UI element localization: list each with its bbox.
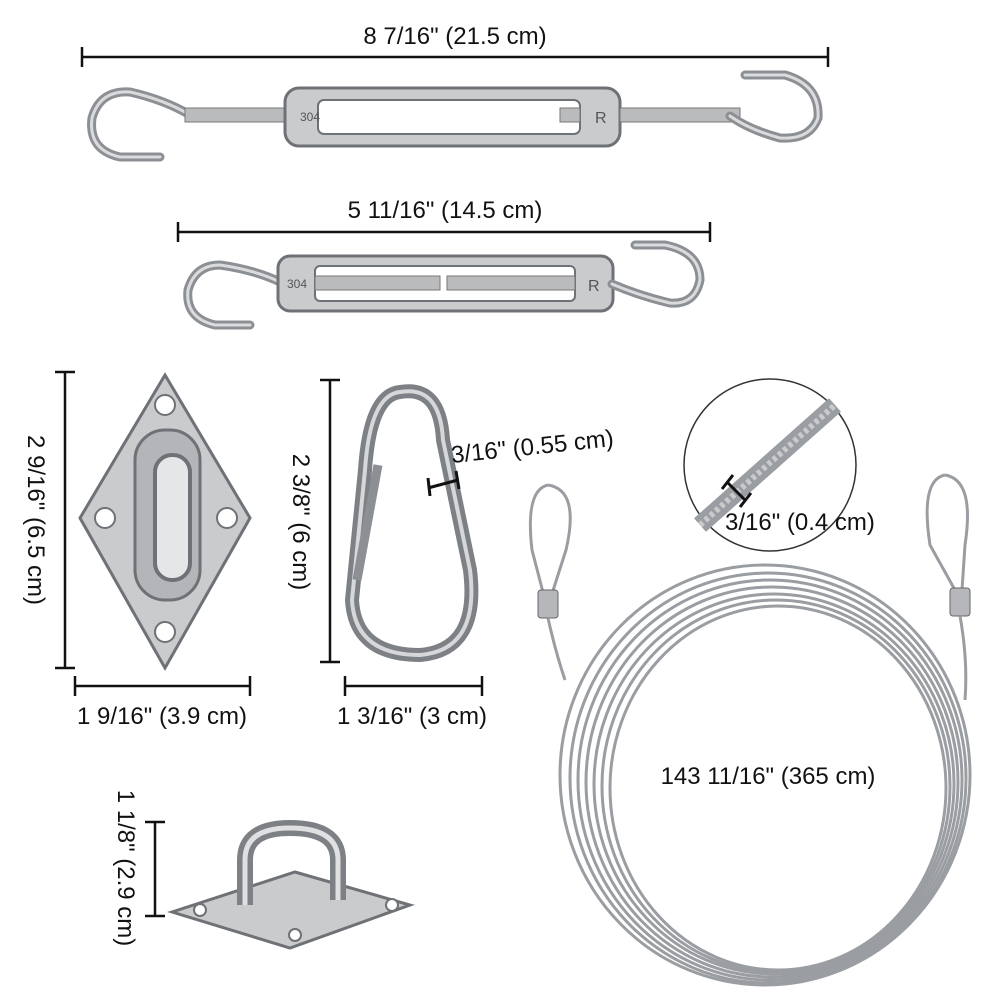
label-turnbuckle-small: 5 11/16" (14.5 cm) — [348, 197, 543, 224]
label-pad-eye-height: 1 1/8" (2.9 cm) — [112, 790, 139, 947]
carabiner-gate — [352, 464, 383, 581]
label-carabiner-height: 2 3/8" (6 cm) — [287, 454, 314, 591]
cable-ferrule-right — [949, 587, 971, 617]
label-diamond-width: 1 9/16" (3.9 cm) — [77, 703, 247, 730]
grade-marking: 304 — [300, 110, 320, 124]
cable-ferrule-left — [537, 589, 559, 619]
dimension-marker-wire — [427, 478, 459, 490]
label-carabiner-width: 1 3/16" (3 cm) — [337, 703, 487, 730]
cable-detail-magnifier: 3/16" (0.4 cm) — [683, 378, 875, 552]
label-cable-length: 143 11/16" (365 cm) — [661, 763, 876, 790]
label-turnbuckle-large: 8 7/16" (21.5 cm) — [363, 23, 546, 50]
cable-loop-left — [528, 483, 549, 601]
threaded-rod-right — [619, 107, 741, 123]
hook-left — [183, 260, 285, 330]
threaded-rod-left — [184, 107, 296, 123]
hook-left — [87, 87, 195, 162]
label-carabiner-wire: 3/16" (0.55 cm) — [450, 425, 615, 469]
pad-eye-plate: 1 1/8" (2.9 cm) — [112, 790, 415, 950]
thread-marking: R — [595, 110, 607, 127]
label-cable-diameter: 3/16" (0.4 cm) — [725, 509, 875, 536]
cable-loop-right — [925, 473, 957, 591]
dimension-marker-cable — [725, 480, 747, 502]
diamond-pad-eye: 2 9/16" (6.5 cm) 1 9/16" (3.9 cm) — [22, 370, 252, 730]
wire-rope-coil: 143 11/16" (365 cm) — [528, 473, 972, 987]
turnbuckle-large: 8 7/16" (21.5 cm) 304 R — [80, 23, 830, 162]
grade-marking: 304 — [287, 277, 307, 291]
thread-marking: R — [588, 278, 600, 295]
turnbuckle-small: 5 11/16" (14.5 cm) 304 R — [176, 197, 712, 330]
pad-eye-base — [167, 870, 415, 950]
label-diamond-height: 2 9/16" (6.5 cm) — [22, 435, 49, 605]
